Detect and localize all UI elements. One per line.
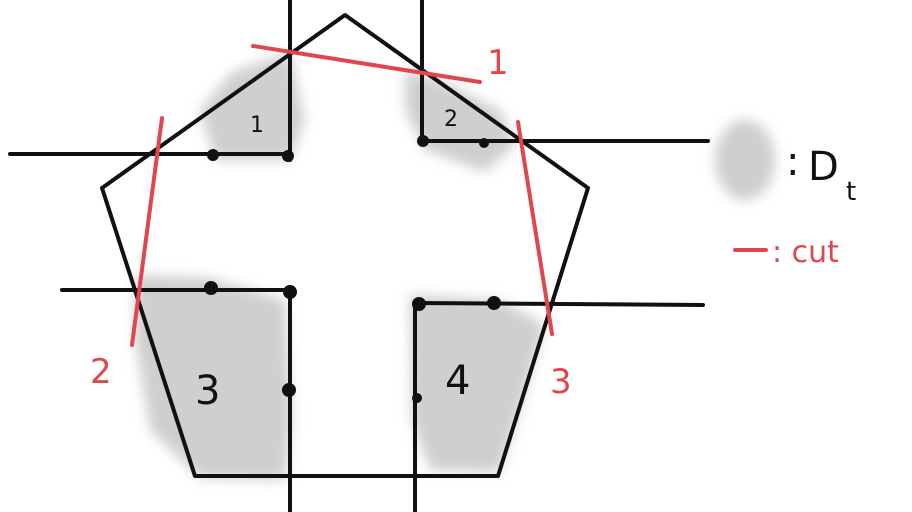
legend: : D t : cut <box>733 139 856 270</box>
legend-shaded-letter: D <box>808 144 839 190</box>
legend-shaded-subscript: t <box>846 177 856 207</box>
region-label-3: 3 <box>195 368 220 414</box>
region-label-2: 2 <box>444 107 458 132</box>
cut-label-3: 3 <box>550 362 572 402</box>
cut-lines <box>130 44 554 347</box>
legend-shaded-swatch <box>715 120 775 200</box>
dot <box>282 383 296 397</box>
dots <box>204 135 501 403</box>
shaded-region-3 <box>135 275 292 480</box>
shaded-region-1 <box>200 52 305 160</box>
legend-cut-text: : cut <box>772 235 839 270</box>
dot <box>487 296 501 310</box>
region-label-1: 1 <box>250 113 264 138</box>
region-labels: 1 2 3 4 <box>195 107 470 414</box>
dot <box>479 138 489 148</box>
cut-label-2: 2 <box>90 352 112 392</box>
dot <box>282 150 294 162</box>
dot <box>412 297 426 311</box>
shaded-region-4 <box>410 295 545 472</box>
horizontal-line-lower-right <box>413 301 705 307</box>
legend-shaded-colon: : <box>786 139 799 185</box>
cross-lines <box>8 0 710 512</box>
pentagon-outline <box>100 13 590 478</box>
dot <box>283 285 297 299</box>
dot <box>204 281 218 295</box>
dot <box>412 393 422 403</box>
cut-line-3 <box>516 120 554 336</box>
region-label-4: 4 <box>445 358 470 404</box>
dot <box>207 149 219 161</box>
cut-label-1: 1 <box>487 43 509 83</box>
cut-labels: 1 2 3 <box>90 43 572 402</box>
cut-line-2 <box>130 116 164 347</box>
dot <box>417 135 429 147</box>
cut-line-1 <box>251 44 482 84</box>
